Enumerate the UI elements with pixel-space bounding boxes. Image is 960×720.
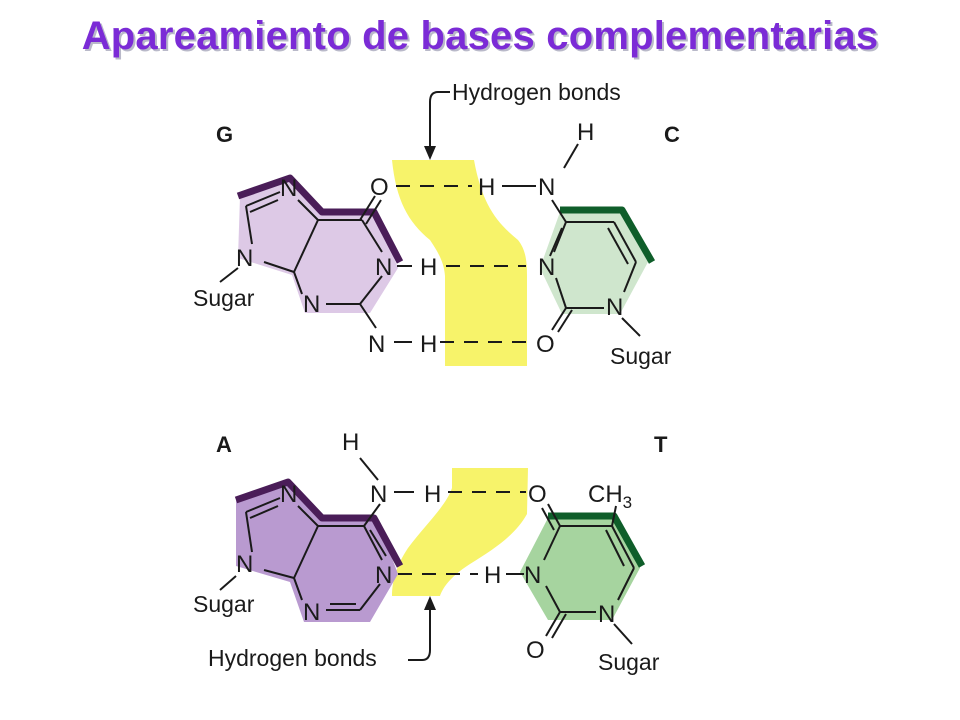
at-pair: H N H N N N N Sugar O CH3 H N N O Sugar … [193,429,668,675]
c-h4b: H [577,119,594,146]
g-n1: N [375,254,392,281]
cytosine-label: C [664,122,680,147]
t-o4: O [528,481,547,508]
a-n7: N [280,481,297,508]
adenine-shading [236,480,398,622]
at-hydrogen-bond-zone [392,468,528,596]
hbonds-arrow-bottom [408,608,431,661]
g-o6: O [370,174,389,201]
page-title: Apareamiento de bases complementarias [81,14,879,58]
c-n4: N [538,174,555,201]
guanine-label: G [216,122,233,147]
hbonds-label-top: Hydrogen bonds [452,79,621,105]
a-n1: N [375,562,392,589]
c-n1: N [606,294,623,321]
t-methyl: CH3 [588,481,632,512]
hbonds-arrow-top [429,91,450,148]
g-n7: N [280,175,297,202]
hbonds-label-bottom: Hydrogen bonds [208,645,377,671]
t-n3: N [524,562,541,589]
a-h6b: H [424,481,441,508]
g-h1: H [420,254,437,281]
at-sugar-right: Sugar [598,649,660,675]
g-n3: N [303,291,320,318]
cytosine-shading [540,212,648,314]
hbonds-arrowhead-bottom [424,596,436,610]
cytosine-edge [560,206,656,264]
adenine-label: A [216,432,232,457]
t-h3: H [484,562,501,589]
thymine-label: T [654,432,668,457]
t-n1: N [598,601,615,628]
adenine-edge [234,478,404,568]
gc-hydrogen-bond-zone [392,160,527,366]
c-h4a: H [478,174,495,201]
g-n2: N [368,331,385,358]
gc-sugar-right: Sugar [610,343,672,369]
c-o2: O [536,331,555,358]
gc-sugar-left: Sugar [193,285,255,311]
cytosine-bonds [502,143,641,337]
adenine-bonds [219,457,414,611]
g-h2: H [420,331,437,358]
at-sugar-left: Sugar [193,591,255,617]
thymine-bonds [506,503,635,645]
a-h6: H [342,429,359,456]
a-n9: N [236,551,253,578]
hbonds-arrowhead-top [424,146,436,160]
t-o2: O [526,637,545,664]
a-n6: N [370,481,387,508]
a-n3: N [303,599,320,626]
c-n3: N [538,254,555,281]
guanine-bonds [219,191,412,343]
gc-pair: N N N N O N H H Sugar H N H N N O Sugar … [193,79,680,369]
guanine-edge [236,174,404,264]
g-n9: N [236,245,253,272]
